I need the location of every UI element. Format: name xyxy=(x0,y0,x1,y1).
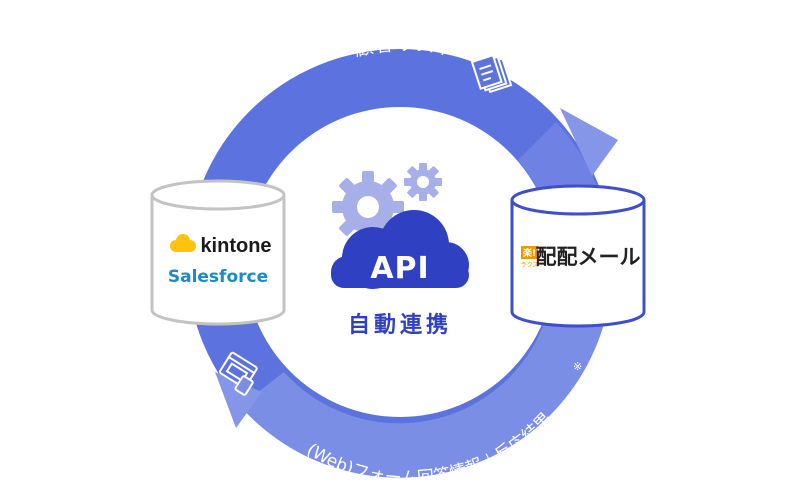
web-form-icon xyxy=(219,351,258,396)
cloud-shape xyxy=(331,210,469,289)
kintone-cloud-icon xyxy=(170,234,196,252)
right-db-name: 配配メール xyxy=(536,245,641,269)
cloud-gear-icon: API xyxy=(331,163,469,289)
gear-small-icon xyxy=(404,163,442,201)
right-database: 楽! ラクス 配配メール xyxy=(510,184,646,328)
right-db-logo-sub: ラクス xyxy=(521,262,539,269)
api-label: API xyxy=(370,251,429,286)
left-database: kintone Salesforce xyxy=(150,179,286,326)
left-db-brand-salesforce: Salesforce xyxy=(168,267,268,287)
document-stack-icon xyxy=(470,53,513,94)
cycle-ring-light-segment xyxy=(240,252,613,478)
arrow-head-left xyxy=(215,372,262,428)
arrow-head-right xyxy=(560,108,618,176)
auto-integration-caption: 自動連携 xyxy=(348,312,452,338)
bottom-note-mark: ※ xyxy=(573,360,582,373)
gear-large-icon xyxy=(332,171,404,243)
raksul-logo-icon: 楽! ラクス xyxy=(521,246,539,269)
left-db-brand-kintone: kintone xyxy=(200,235,271,257)
right-db-logo-mark: 楽! xyxy=(523,247,536,259)
